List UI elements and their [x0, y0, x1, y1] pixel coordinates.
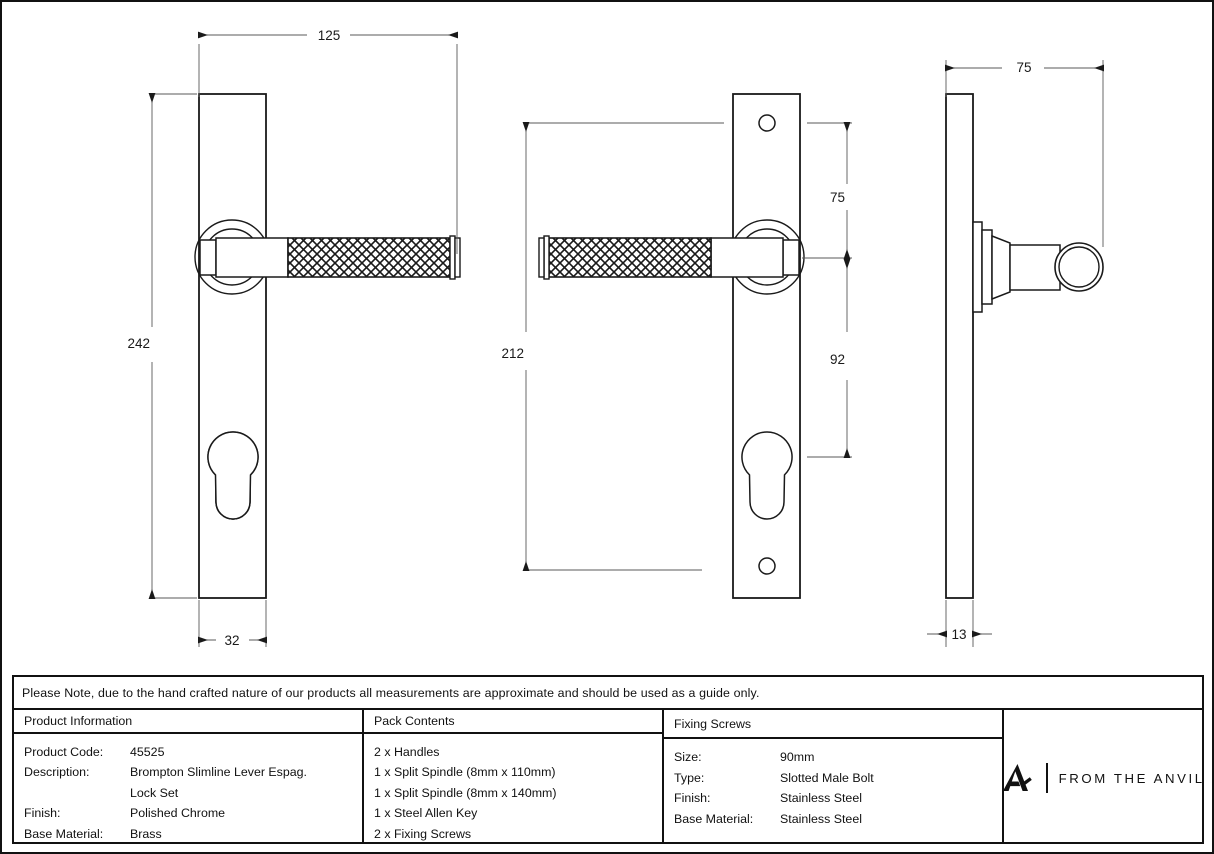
dim-212 — [522, 122, 724, 571]
spec-row-screw-finish: Finish: Stainless Steel — [674, 788, 992, 809]
spec-row-description: Description: Brompton Slimline Lever Esp… — [24, 762, 352, 783]
product-information-body: Product Code: 45525 Description: Brompto… — [14, 734, 362, 845]
list-item: 1 x Steel Allen Key — [374, 806, 478, 820]
column-brand-logo: FROM THE ANVIL — [1001, 710, 1204, 844]
dim-75-vertical — [802, 122, 852, 259]
product-info-table: Please Note, due to the hand crafted nat… — [12, 675, 1204, 844]
value-screw-base-material: Stainless Steel — [780, 811, 862, 826]
dim-92 — [807, 259, 852, 458]
fixing-screws-body: Size: 90mm Type: Slotted Male Bolt Finis… — [664, 739, 1002, 844]
label-screw-base-material: Base Material: — [674, 811, 754, 826]
label-screw-finish: Finish: — [674, 791, 711, 805]
dim-label-242: 242 — [127, 336, 150, 351]
label-screw-type: Type: — [674, 770, 705, 785]
dimension-labels: 125 242 32 212 75 92 75 13 — [127, 28, 1031, 648]
label-finish: Finish: — [24, 806, 61, 820]
value-base-material: Brass — [130, 826, 162, 841]
dim-label-13: 13 — [951, 627, 966, 642]
logo-divider — [1046, 763, 1048, 793]
column-fixing-screws: Fixing Screws Size: 90mm Type: Slotted M… — [664, 710, 1004, 844]
list-item: 2 x Fixing Screws — [374, 826, 472, 841]
dim-label-75-vertical: 75 — [830, 190, 845, 205]
dim-125 — [198, 31, 458, 254]
spec-row-product-code: Product Code: 45525 — [24, 742, 352, 763]
view-front-right — [194, 93, 461, 599]
list-item: 1 x Split Spindle (8mm x 110mm) — [374, 765, 556, 779]
value-description: Brompton Slimline Lever Espag. — [130, 765, 307, 779]
note-row: Please Note, due to the hand crafted nat… — [14, 677, 1202, 710]
spec-row-finish: Finish: Polished Chrome — [24, 803, 352, 824]
dim-label-212: 212 — [501, 346, 524, 361]
dim-75-horizontal — [945, 60, 1104, 247]
label-description: Description: — [24, 765, 90, 779]
fixing-screws-header: Fixing Screws — [664, 710, 1002, 739]
dim-242 — [148, 93, 197, 599]
label-base-material: Base Material: — [24, 826, 104, 841]
column-product-information: Product Information Product Code: 45525 … — [14, 710, 364, 844]
dim-label-92: 92 — [830, 352, 845, 367]
view-side — [945, 93, 1104, 599]
note-text: Please Note, due to the hand crafted nat… — [22, 685, 760, 700]
spec-row-base-material: Base Material: Brass — [24, 824, 352, 845]
value-screw-size: 90mm — [780, 750, 815, 764]
value-screw-type: Slotted Male Bolt — [780, 770, 874, 785]
brand-logo: FROM THE ANVIL — [1001, 761, 1204, 795]
value-finish: Polished Chrome — [130, 806, 226, 820]
table-columns: Product Information Product Code: 45525 … — [14, 710, 1202, 844]
dim-label-32: 32 — [224, 633, 239, 648]
dim-label-125: 125 — [318, 28, 341, 43]
pack-contents-header: Pack Contents — [364, 710, 662, 734]
anvil-a-icon — [1003, 764, 1033, 791]
spec-row-screw-size: Size: 90mm — [674, 747, 992, 768]
label-product-code: Product Code: — [24, 744, 104, 759]
value-product-code: 45525 — [130, 744, 165, 759]
brand-name: FROM THE ANVIL — [1058, 770, 1205, 786]
spec-row-screw-base-material: Base Material: Stainless Steel — [674, 809, 992, 830]
label-screw-size: Size: — [674, 750, 702, 764]
pack-contents-body: 2 x Handles 1 x Split Spindle (8mm x 110… — [364, 734, 662, 845]
dim-13 — [927, 600, 992, 647]
list-item: 2 x Handles — [374, 744, 440, 759]
dim-32 — [198, 600, 267, 647]
column-pack-contents: Pack Contents 2 x Handles 1 x Split Spin… — [364, 710, 664, 844]
value-description-line2: Lock Set — [130, 785, 179, 800]
spec-row-screw-type: Type: Slotted Male Bolt — [674, 768, 992, 789]
spec-row-description-cont: Lock Set — [24, 783, 352, 804]
product-information-header: Product Information — [14, 710, 362, 734]
dim-label-75-horizontal: 75 — [1016, 60, 1031, 75]
value-screw-finish: Stainless Steel — [780, 791, 862, 805]
view-front-left — [538, 93, 805, 599]
list-item: 1 x Split Spindle (8mm x 140mm) — [374, 785, 557, 800]
